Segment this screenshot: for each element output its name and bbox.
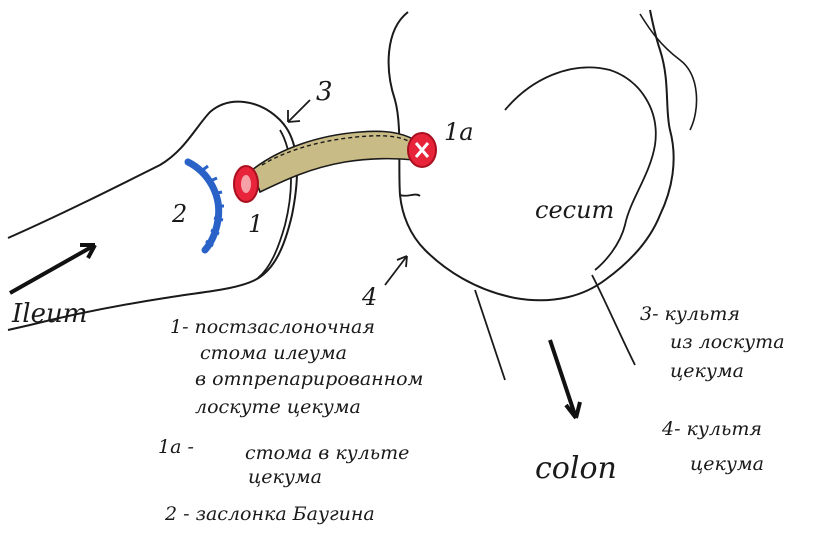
cecum-fold: [505, 67, 656, 270]
stoma-1: [234, 166, 258, 202]
legend-1-line-4: лоскуте цекума: [195, 398, 361, 417]
cecum-flap: [252, 131, 415, 192]
legend-1a-line-3: цекума: [248, 468, 322, 487]
label-colon: colon: [535, 451, 617, 486]
legend-4-line-1: 4- культя: [662, 420, 762, 439]
ileum-flow-arrow: [10, 245, 95, 293]
legend-4-line-2: цекума: [690, 455, 764, 474]
legend-3-line-1: 3- культя: [640, 305, 740, 324]
label-2: 2: [171, 200, 187, 228]
legend-1-line-2: стома илеума: [200, 344, 347, 363]
label-1: 1: [248, 210, 263, 238]
label-4: 4: [361, 283, 377, 311]
label-1a: 1а: [444, 118, 474, 146]
legend-3-line-3: цекума: [670, 362, 744, 381]
legend-2-line-1: 2 - заслонка Баугина: [165, 505, 375, 524]
label-ileum: Ileum: [11, 299, 87, 329]
pointer-arrow-3: [288, 100, 310, 122]
cecum-stump-line: [400, 195, 420, 196]
bauhin-valve: [188, 162, 224, 250]
colon-right-wall: [592, 275, 635, 365]
colon-left-wall: [475, 290, 505, 380]
stoma-1a: [408, 133, 436, 167]
legend-1-line-1: 1- постзаслоночная: [170, 318, 375, 337]
label-3: 3: [316, 77, 333, 107]
legend-3-line-2: из лоскута: [670, 333, 785, 352]
legend-1-line-3: в отпрепарированном: [195, 370, 423, 389]
label-cecum: cecum: [535, 196, 614, 224]
legend-1a-line-1: 1а -: [158, 438, 194, 457]
pointer-arrow-4: [385, 256, 407, 285]
colon-flow-arrow: [550, 340, 580, 418]
legend-1a-line-2: стома в культе: [245, 444, 409, 463]
